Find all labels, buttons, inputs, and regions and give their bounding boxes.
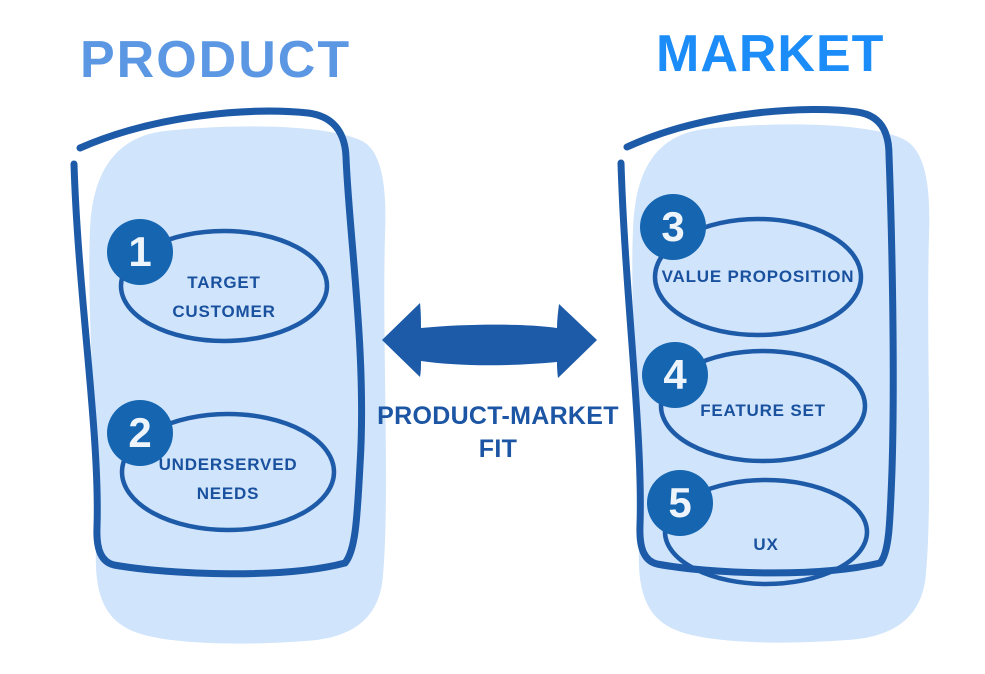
value-proposition-label: VALUE PROPOSITION (658, 262, 858, 291)
badge-3: 3 (640, 194, 706, 260)
product-panel-outline (70, 107, 366, 578)
product-panel-shape (70, 107, 386, 644)
badge-1-number: 1 (128, 228, 152, 275)
double-arrow-icon (382, 303, 597, 378)
badge-5: 5 (647, 470, 713, 536)
target-customer-label: TARGET CUSTOMER (124, 268, 324, 326)
badge-2-number: 2 (128, 409, 152, 456)
underserved-needs-ellipse (119, 411, 337, 533)
ux-line1: UX (753, 535, 779, 554)
underserved-needs-line1: UNDERSERVED (158, 455, 298, 474)
product-title: PRODUCT (80, 31, 352, 89)
target-customer-line2: CUSTOMER (172, 302, 276, 321)
value-proposition-ellipse (652, 216, 864, 338)
caption-line2: FIT (478, 435, 518, 463)
caption-line1: PRODUCT-MARKET (377, 402, 619, 430)
value-proposition-line1: VALUE PROPOSITION (661, 267, 855, 286)
feature-set-line1: FEATURE SET (700, 401, 826, 420)
badge-4-number: 4 (663, 351, 687, 398)
ux-label: UX (666, 530, 866, 559)
product-market-fit-caption: PRODUCT-MARKET FIT (368, 400, 628, 466)
target-customer-ellipse (118, 228, 330, 344)
badge-3-number: 3 (661, 203, 685, 250)
underserved-needs-label: UNDERSERVED NEEDS (128, 450, 328, 508)
badge-5-number: 5 (668, 479, 692, 526)
badge-4: 4 (642, 342, 708, 408)
feature-set-label: FEATURE SET (663, 396, 863, 425)
badge-2: 2 (107, 400, 173, 466)
feature-set-ellipse (658, 348, 868, 464)
underserved-needs-line2: NEEDS (196, 484, 260, 503)
market-panel-outline (617, 105, 897, 577)
badge-1: 1 (107, 219, 173, 285)
market-title: MARKET (656, 25, 885, 83)
target-customer-line1: TARGET (187, 273, 261, 292)
